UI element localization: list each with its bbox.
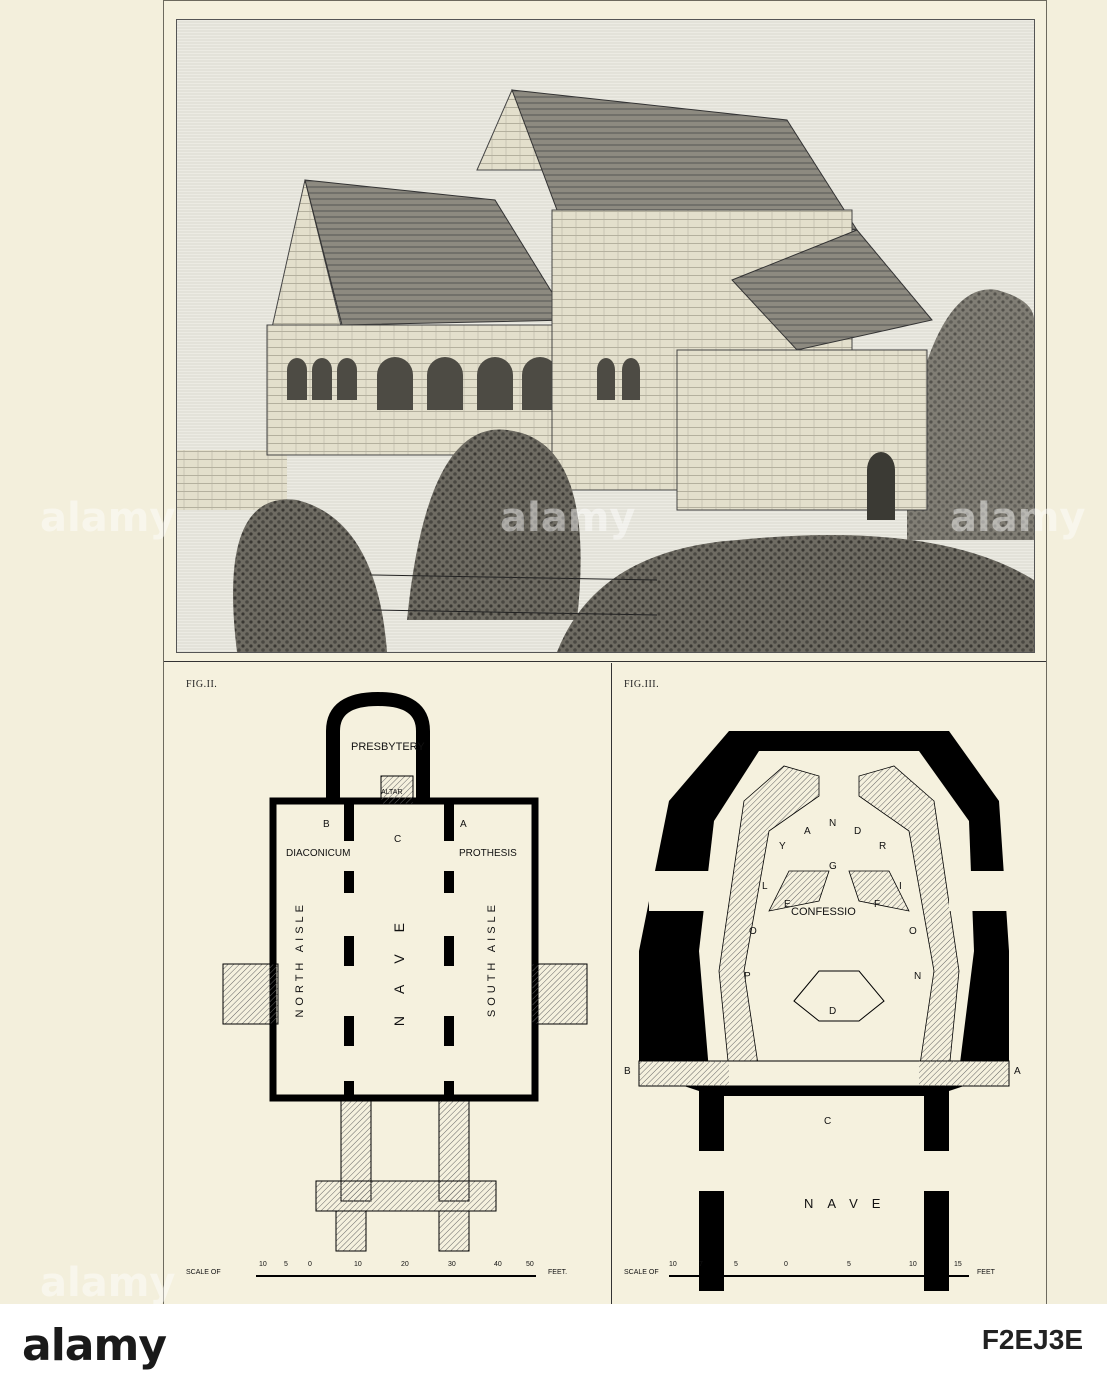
nave-label: NAVE	[391, 901, 407, 1027]
scale-prefix: SCALE OF	[186, 1269, 221, 1276]
marker-f-3: F	[874, 899, 881, 910]
marker-d-3: D	[829, 1006, 837, 1017]
polyandrion-letter: O	[909, 926, 917, 937]
scale-tick-3: 15	[954, 1261, 962, 1268]
watermark: alamy	[40, 495, 176, 541]
prothesis-label: PROTHESIS	[459, 848, 517, 859]
brand-logo[interactable]: alamy	[22, 1320, 167, 1371]
marker-a: A	[460, 819, 467, 830]
figure-3-label: FIG.III.	[624, 679, 660, 690]
polyandrion-letter: Y	[779, 841, 786, 852]
polyandrion-letter: O	[749, 926, 757, 937]
polyandrion-letter: N	[829, 818, 837, 829]
polyandrion-letter: D	[854, 826, 862, 837]
scale-unit-3: FEET	[977, 1269, 995, 1276]
north-aisle-label: NORTH AISLE	[294, 901, 306, 1018]
marker-g-3: G	[829, 861, 837, 872]
altar-label: ALTAR	[381, 789, 403, 796]
scale-tick: 0	[308, 1261, 312, 1268]
church-engraving	[176, 19, 1035, 653]
image-code: F2EJ3E	[981, 1324, 1083, 1355]
scale-tick-3: 10	[669, 1261, 677, 1268]
polyandrion-letter: R	[879, 841, 887, 852]
polyandrion-letter: L	[762, 881, 768, 892]
marker-c: C	[394, 834, 402, 845]
figure-3-plan: FIG.III.	[619, 671, 1039, 1299]
confessio-label: CONFESSIO	[791, 906, 856, 918]
figure-2-plan: FIG.II.	[176, 671, 612, 1299]
figure-3-drawing	[638, 731, 1010, 1291]
marker-c-3: C	[824, 1116, 832, 1127]
polyandrion-letter: I	[899, 881, 902, 892]
scale-tick-3: 0	[784, 1261, 788, 1268]
nave-label-3: NAVE	[804, 1196, 895, 1211]
plate: FIG.II.	[163, 0, 1047, 1306]
presbytery-label: PRESBYTERY	[351, 741, 425, 753]
marker-e-3: E	[784, 899, 791, 910]
polyandrion-letter: N	[914, 971, 922, 982]
scale-tick-3: 10	[909, 1261, 917, 1268]
scale-tick-3: 7	[699, 1261, 703, 1268]
scale-tick: 40	[494, 1261, 502, 1268]
scale-tick-3: 5	[734, 1261, 738, 1268]
watermark: alamy	[500, 495, 636, 541]
figure-divider	[611, 663, 612, 1305]
watermark: alamy	[950, 495, 1086, 541]
scale-tick: 30	[448, 1261, 456, 1268]
separator-line	[164, 661, 1046, 662]
scale-prefix-3: SCALE OF	[624, 1269, 659, 1276]
footer-bar: alamy F2EJ3E	[0, 1304, 1107, 1390]
polyandrion-letter: A	[804, 826, 811, 837]
polyandrion-letter: P	[744, 971, 751, 982]
church-illustration	[177, 20, 1034, 652]
figure-2-drawing	[222, 691, 588, 1277]
marker-b: B	[323, 819, 330, 830]
scale-tick: 10	[259, 1261, 267, 1268]
figure-2-label: FIG.II.	[186, 679, 218, 690]
scale-tick: 10	[354, 1261, 362, 1268]
marker-a-3: A	[1014, 1066, 1021, 1077]
watermark: alamy	[40, 1260, 176, 1306]
diaconicum-label: DIACONICUM	[286, 848, 351, 859]
scale-tick: 5	[284, 1261, 288, 1268]
marker-b-3: B	[624, 1066, 631, 1077]
scale-tick-3: 5	[847, 1261, 851, 1268]
south-aisle-label: SOUTH AISLE	[486, 901, 498, 1018]
scale-unit: FEET.	[548, 1269, 568, 1276]
scale-tick: 20	[401, 1261, 409, 1268]
scale-tick: 50	[526, 1261, 534, 1268]
